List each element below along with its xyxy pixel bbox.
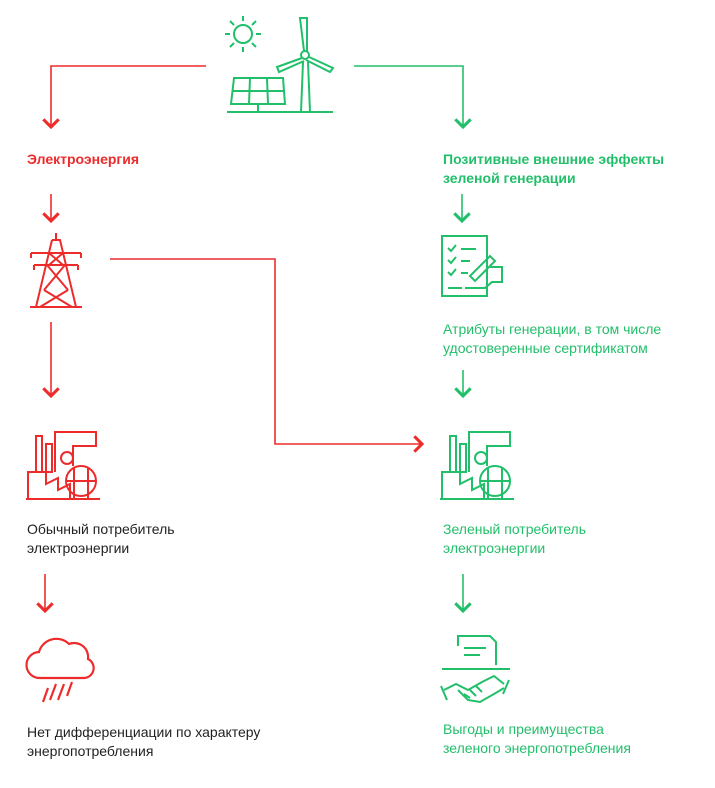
sun-icon <box>225 16 261 52</box>
rain-cloud-icon <box>25 637 95 703</box>
generation-attributes-label: Атрибуты генерации, в том числе удостове… <box>443 321 662 356</box>
benefits-label: Выгоды и преимущества зеленого энергопот… <box>443 721 631 756</box>
arrow-source-to-effects <box>354 65 472 130</box>
regular-consumer-label: Обычный потребитель электроэнергии <box>27 521 175 556</box>
solar-panel-icon <box>227 77 333 113</box>
electricity-label: Электроэнергия <box>27 151 140 167</box>
green-factory-icon <box>440 431 514 500</box>
arrow-tower-to-green-consumer <box>110 258 425 453</box>
no-differentiation-label: Нет дифференциации по характеру энергопо… <box>27 724 261 759</box>
handshake-icon <box>440 635 510 704</box>
factory-icon <box>26 431 100 500</box>
green-consumer-label: Зеленый потребитель электроэнергии <box>443 521 587 556</box>
power-tower-icon <box>30 233 82 308</box>
connectors <box>36 65 472 614</box>
positive-effects-label: Позитивные внешние эффекты зеленой генер… <box>443 151 665 186</box>
wind-turbine-icon <box>275 17 335 113</box>
arrow-source-to-electricity <box>42 65 206 130</box>
certificate-icon <box>441 235 503 297</box>
